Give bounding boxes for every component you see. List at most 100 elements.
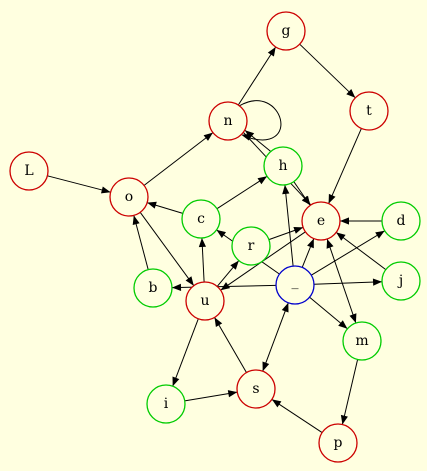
edge-blank-to-h-arrowhead: [282, 184, 290, 195]
node-n[interactable]: n: [208, 101, 248, 141]
node-o[interactable]: o: [109, 177, 149, 217]
edge-m-to-p-arrowhead: [340, 414, 348, 425]
edge-blank-to-s: [262, 302, 289, 372]
edge-blank-to-d-line: [311, 230, 385, 276]
edge-s-to-u: [214, 317, 247, 373]
edge-L-to-o-arrowhead: [101, 186, 111, 194]
edge-o-to-u: [139, 212, 195, 286]
edge-blank-to-b: [171, 283, 277, 291]
node-e-label: e: [317, 213, 325, 229]
node-g-label: g: [282, 23, 291, 39]
node-d-label: d: [397, 213, 406, 229]
edge-h-to-n-arrowhead: [244, 130, 255, 139]
edge-u-to-c-arrowhead: [198, 238, 206, 248]
edge-blank-to-e-arrowhead: [307, 238, 314, 249]
edge-d-to-e-arrowhead: [340, 217, 349, 225]
edge-h-to-e: [293, 181, 311, 206]
edge-t-to-e: [328, 128, 362, 204]
node-c-label: c: [197, 211, 205, 227]
node-h[interactable]: h: [263, 146, 303, 186]
node-r-circle: [231, 226, 271, 266]
node-i-label: i: [164, 396, 169, 412]
nodes-layer: g t nLo h c e d r bu _ j m s i p: [9, 11, 421, 463]
node-j[interactable]: j: [381, 261, 421, 301]
edge-m-to-p: [340, 359, 359, 425]
node-g[interactable]: g: [266, 11, 306, 51]
node-d[interactable]: d: [381, 201, 421, 241]
node-o-circle: [109, 177, 149, 217]
node-blank[interactable]: _: [275, 265, 315, 305]
edge-blank-to-b-arrowhead: [172, 283, 182, 291]
node-blank-label: _: [292, 274, 299, 290]
node-j-label: j: [397, 273, 403, 289]
edge-c-to-h: [216, 175, 268, 210]
edge-blank-to-s-arrowhead: [262, 361, 270, 372]
edge-L-to-o-line: [47, 175, 111, 193]
node-b[interactable]: b: [133, 268, 173, 308]
edge-p-to-s-arrowhead: [271, 399, 282, 408]
node-c-circle: [181, 199, 221, 239]
edge-u-to-i-arrowhead: [172, 376, 180, 387]
edge-blank-to-d-arrowhead: [375, 230, 385, 239]
node-r-label: r: [248, 238, 255, 254]
node-t-circle: [349, 91, 389, 131]
edge-blank-to-b-line: [171, 284, 277, 289]
edge-b-to-o: [132, 215, 149, 270]
edge-n-to-g: [237, 46, 277, 106]
node-blank-circle: [275, 265, 315, 305]
edge-c-to-h-arrowhead: [257, 176, 267, 185]
edge-blank-to-j: [313, 278, 383, 286]
node-t[interactable]: t: [349, 91, 389, 131]
edge-blank-to-j-arrowhead: [372, 278, 382, 286]
node-o-label: o: [125, 189, 133, 205]
edge-n-to-g-line: [237, 46, 277, 106]
edge-g-to-t: [299, 43, 356, 99]
node-p-label: p: [334, 435, 343, 451]
node-j-circle: [381, 261, 421, 301]
edge-e-to-m-back-arrowhead: [326, 239, 334, 249]
node-m-circle: [342, 321, 382, 361]
edge-c-to-o-arrowhead: [147, 201, 157, 209]
node-i[interactable]: i: [146, 384, 186, 424]
node-L[interactable]: L: [9, 151, 49, 191]
edge-e-to-m-line: [326, 238, 357, 324]
node-b-circle: [133, 268, 173, 308]
edge-p-to-s-line: [271, 398, 323, 434]
edge-e-to-m: [326, 238, 357, 324]
edge-u-to-i: [172, 318, 199, 387]
edge-r-to-e: [268, 226, 304, 241]
node-r[interactable]: r: [231, 226, 271, 266]
node-L-label: L: [24, 163, 33, 179]
edge-s-to-u-arrowhead: [214, 317, 223, 327]
node-c[interactable]: c: [181, 199, 221, 239]
node-p-circle: [318, 423, 358, 463]
edge-j-to-e-line: [335, 231, 387, 271]
edge-b-to-o-arrowhead: [132, 215, 140, 225]
edge-i-to-s-arrowhead: [227, 390, 238, 398]
node-m-label: m: [355, 333, 368, 349]
edge-u-to-c: [198, 237, 206, 283]
node-m[interactable]: m: [342, 321, 382, 361]
node-u-circle: [185, 281, 225, 321]
edge-t-to-e-line: [328, 128, 362, 204]
edge-u-to-r: [216, 260, 240, 287]
edge-p-to-s: [271, 398, 323, 434]
node-p[interactable]: p: [318, 423, 358, 463]
edge-n-to-n-line: [239, 100, 282, 141]
edge-e-to-m-arrowhead: [349, 313, 357, 323]
edge-o-to-n-line: [143, 132, 214, 186]
node-n-circle: [208, 101, 248, 141]
edge-blank-to-e: [301, 238, 315, 268]
node-n-label: n: [223, 113, 232, 129]
edge-o-to-u-arrowhead: [185, 276, 194, 286]
edge-blank-to-m-arrowhead: [338, 320, 348, 329]
edge-o-to-n-arrowhead: [203, 132, 213, 141]
node-u[interactable]: u: [185, 281, 225, 321]
edge-r-to-e-arrowhead: [293, 227, 304, 234]
edge-blank-to-s-line: [262, 302, 289, 372]
node-s[interactable]: s: [236, 369, 276, 409]
edge-m-to-p-line: [341, 359, 359, 425]
edge-g-to-t-arrowhead: [346, 89, 356, 98]
edge-blank-to-h-line: [284, 184, 294, 267]
node-e[interactable]: e: [301, 201, 341, 241]
